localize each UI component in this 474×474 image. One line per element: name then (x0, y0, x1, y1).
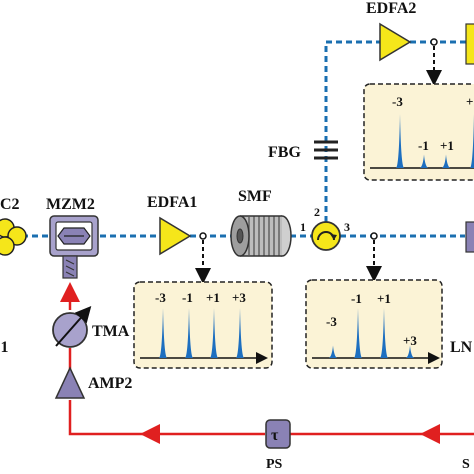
top-right-device-edge (465, 23, 474, 65)
spectrum-circulator-out: -3 -1 +1 +3 (305, 279, 443, 369)
edfa1_out-line-3 (236, 308, 244, 358)
fiber-bragg-grating: FBG (268, 140, 338, 161)
edfa1-label: EDFA1 (147, 194, 197, 211)
tma-label: TMA (92, 323, 130, 340)
wire-to-amp2 (68, 400, 150, 436)
port2-label: 2 (314, 205, 320, 219)
circulator_out-line-1 (354, 308, 362, 358)
circulator_out-line-0 (329, 345, 337, 358)
edfa2_out-line-3 (470, 114, 474, 168)
spec2-order-0: -3 (326, 314, 337, 329)
bottom-right-cut-label: S (462, 457, 470, 472)
spec1-order-2: +1 (206, 290, 220, 305)
amplifier-edfa1: EDFA1 (147, 194, 197, 256)
circulator_out-line-2 (380, 308, 388, 358)
fiber-spool-smf: SMF (230, 188, 292, 257)
optical-paths (22, 40, 474, 238)
amp2-label: AMP2 (88, 375, 132, 392)
spec2-order-2: +1 (377, 291, 391, 306)
modulator-mzm2: MZM2 (46, 196, 99, 279)
edfa2_out-line-1 (420, 154, 428, 168)
right-device-edge (465, 221, 474, 253)
fbg-label: FBG (268, 144, 301, 161)
spec3-order-0: -3 (392, 94, 403, 109)
polarization-controller-2: C2 (0, 196, 27, 256)
spectrum-2-lines (329, 308, 414, 358)
tap-point-3 (430, 38, 438, 46)
port3-label: 3 (344, 220, 350, 234)
spec3-order-3: + (466, 94, 473, 109)
edfa2-label: EDFA2 (366, 0, 416, 17)
electrical-path (60, 282, 474, 444)
mzm2-label: MZM2 (46, 196, 95, 213)
phase-shifter-ps: τ PS (265, 419, 291, 472)
ps-label: PS (266, 457, 283, 472)
mzm2-rf-port (62, 255, 78, 279)
amplifier-amp2: AMP2 (54, 366, 132, 399)
edfa1_out-line-2 (210, 308, 218, 358)
spectrum-3-lines (396, 114, 474, 168)
spec1-order-1: -1 (182, 290, 193, 305)
tap-point-1 (199, 232, 207, 240)
pc2-label: C2 (0, 196, 20, 213)
tunable-attenuator-tma: TMA (52, 306, 130, 348)
circulator_out-line-3 (406, 345, 414, 358)
optical-circulator: 1 2 3 (300, 205, 350, 251)
tap-point-2 (370, 232, 378, 240)
spectrum-edfa1-out: -3 -1 +1 +3 (133, 281, 273, 369)
left-cut-label: '1 (0, 339, 8, 356)
amplifier-edfa2: EDFA2 (366, 0, 474, 65)
spec3-order-1: -1 (418, 138, 429, 153)
spec1-order-0: -3 (155, 290, 166, 305)
edfa2_out-line-0 (396, 114, 404, 168)
spectrum-1-lines (159, 308, 244, 358)
fiber-circulator-edfa2 (324, 40, 382, 222)
spectrum-edfa2-out: -3 -1 +1 + (363, 83, 474, 181)
spec3-order-2: +1 (440, 138, 454, 153)
edfa2_out-line-2 (442, 154, 450, 168)
edfa1_out-line-1 (185, 308, 193, 358)
ps-symbol: τ (271, 427, 279, 444)
lower-right-cut-label: LN (450, 339, 473, 356)
spec2-order-3: +3 (403, 333, 417, 348)
spec1-order-3: +3 (232, 290, 246, 305)
port1-label: 1 (300, 220, 306, 234)
spec2-order-1: -1 (351, 291, 362, 306)
smf-label: SMF (238, 188, 272, 205)
edfa1_out-line-0 (159, 308, 167, 358)
